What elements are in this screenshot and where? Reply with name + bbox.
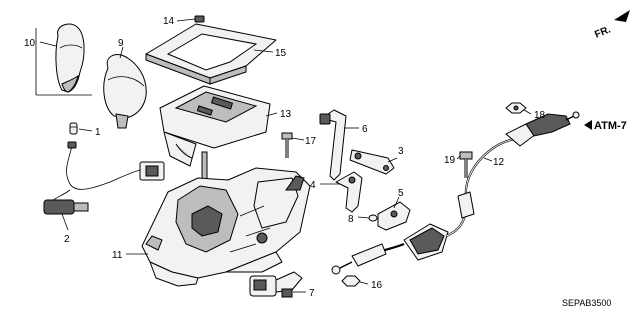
indicator-panel [159, 85, 271, 167]
shift-knob-alt [55, 23, 85, 93]
callout-13: 13 [280, 109, 292, 120]
callout-15: 15 [275, 48, 287, 59]
clip-part [194, 15, 205, 23]
callout-11: 11 [112, 250, 123, 261]
diagram-code: SEPAB3500 [562, 298, 611, 308]
reference-arrow: ATM-7 [584, 120, 627, 132]
callout-5: 5 [398, 188, 404, 199]
callout-18: 18 [534, 110, 546, 121]
callout-4: 4 [310, 180, 316, 191]
cable-bracket [377, 201, 411, 231]
knob-bracket [35, 28, 92, 96]
callout-2: 2 [64, 234, 70, 245]
leader-lines [39, 18, 532, 293]
bolt-19 [459, 151, 473, 178]
washer-part [368, 214, 378, 222]
callout-7: 7 [309, 288, 315, 299]
bolt-17 [281, 132, 293, 158]
shift-cable [331, 111, 580, 275]
callout-6: 6 [362, 124, 368, 135]
shift-knob [103, 54, 147, 129]
harness-switch [43, 141, 165, 215]
direction-arrow-icon [614, 10, 630, 22]
plug-part [69, 122, 78, 135]
switch-part [249, 271, 303, 298]
bezel-frame [145, 23, 277, 85]
direction-indicator: FR. [593, 10, 630, 41]
reference-label: ATM-7 [594, 120, 627, 132]
callout-8: 8 [348, 214, 354, 225]
callout-14: 14 [163, 16, 175, 27]
callout-17: 17 [305, 136, 317, 147]
shift-lever-assembly [141, 151, 311, 287]
callout-labels: 10 9 1 2 3 4 5 6 7 8 11 12 13 14 15 16 1… [24, 16, 546, 299]
callout-19: 19 [444, 155, 456, 166]
direction-label: FR. [593, 24, 612, 40]
bracket-part [319, 109, 347, 181]
callout-9: 9 [118, 38, 124, 49]
callout-16: 16 [371, 280, 383, 291]
nut-16 [341, 275, 361, 287]
callout-10: 10 [24, 38, 36, 49]
nut-18 [505, 102, 527, 114]
callout-12: 12 [493, 157, 505, 168]
lock-lever [349, 149, 395, 175]
lever-part [335, 171, 363, 213]
callout-1: 1 [95, 127, 101, 138]
callout-3: 3 [398, 146, 404, 157]
